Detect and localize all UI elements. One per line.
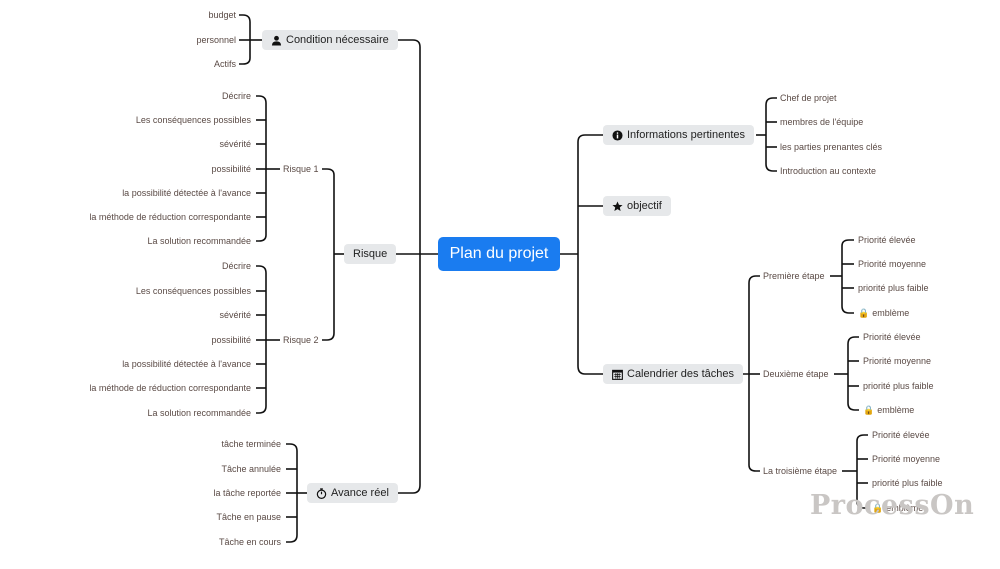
lock-icon: 🔒 (858, 308, 870, 318)
leaf-risque1-item[interactable]: sévérité (219, 139, 251, 149)
leaf-infos-item[interactable]: Chef de projet (780, 93, 837, 103)
leaf-risque2-item[interactable]: la méthode de réduction correspondante (89, 383, 251, 393)
leaf-etape3-item[interactable]: Priorité élevée (872, 430, 930, 440)
embleme-label: emblème (872, 308, 910, 318)
node-etape-2[interactable]: Deuxième étape (763, 369, 829, 379)
leaf-etape2-item[interactable]: priorité plus faible (863, 381, 934, 391)
leaf-avance-item[interactable]: la tâche reportée (213, 488, 281, 498)
leaf-risque1-item[interactable]: la méthode de réduction correspondante (89, 212, 251, 222)
leaf-risque1-item[interactable]: La solution recommandée (147, 236, 251, 246)
leaf-risque1-item[interactable]: la possibilité détectée à l'avance (122, 188, 251, 198)
branch-condition-necessaire[interactable]: Condition nécessaire (262, 30, 398, 50)
processon-watermark: ProcessOn (810, 490, 975, 521)
leaf-avance-item[interactable]: Tâche en pause (216, 512, 281, 522)
root-node[interactable]: Plan du projet (438, 237, 560, 271)
branch-label: objectif (627, 200, 662, 212)
embleme-label: emblème (886, 503, 924, 513)
star-icon (612, 201, 623, 212)
leaf-infos-item[interactable]: membres de l'équipe (780, 117, 864, 127)
leaf-personnel[interactable]: personnel (196, 35, 236, 45)
person-icon (271, 35, 282, 46)
leaf-avance-item[interactable]: Tâche en cours (218, 537, 281, 547)
lock-icon: 🔒 (863, 405, 875, 415)
branch-label: Calendrier des tâches (627, 368, 735, 380)
info-icon (612, 129, 623, 141)
branch-label: Informations pertinentes (627, 129, 746, 141)
node-risque-1[interactable]: Risque 1 (283, 164, 319, 174)
leaf-actifs[interactable]: Actifs (213, 59, 236, 69)
leaf-avance-item[interactable]: Tâche annulée (221, 464, 281, 474)
leaf-etape3-item[interactable]: priorité plus faible (872, 478, 943, 488)
branch-label: Condition nécessaire (286, 34, 389, 46)
leaf-etape2-item[interactable]: Priorité moyenne (863, 356, 932, 366)
node-risque-2[interactable]: Risque 2 (283, 335, 319, 345)
leaf-etape2-item[interactable]: Priorité élevée (863, 332, 921, 342)
node-etape-1[interactable]: Première étape (763, 271, 825, 281)
node-etape-3[interactable]: La troisième étape (763, 466, 838, 476)
leaf-risque1-item[interactable]: Les conséquences possibles (135, 115, 251, 125)
embleme-label: emblème (877, 405, 915, 415)
leaf-risque1-item[interactable]: possibilité (211, 164, 251, 174)
leaf-infos-item[interactable]: Introduction au contexte (780, 166, 877, 176)
branch-label: Avance réel (331, 487, 389, 499)
stopwatch-icon (316, 487, 327, 499)
leaf-risque2-item[interactable]: La solution recommandée (147, 408, 251, 418)
leaf-etape1-item[interactable]: Priorité moyenne (858, 259, 927, 269)
branch-calendrier-des-taches[interactable]: Calendrier des tâches (603, 364, 744, 384)
leaf-etape1-item[interactable]: priorité plus faible (858, 283, 929, 293)
leaf-risque2-item[interactable]: possibilité (211, 335, 251, 345)
branch-avance-reel[interactable]: Avance réel (307, 483, 398, 503)
leaf-avance-item[interactable]: tâche terminée (221, 439, 281, 449)
leaf-etape3-embleme[interactable]: 🔒emblème (872, 502, 923, 514)
leaf-budget[interactable]: budget (208, 10, 236, 20)
leaf-risque2-item[interactable]: sévérité (219, 310, 251, 320)
leaf-etape1-embleme[interactable]: 🔒emblème (858, 307, 909, 319)
leaf-risque2-item[interactable]: Décrire (221, 261, 251, 271)
leaf-infos-item[interactable]: les parties prenantes clés (780, 142, 883, 152)
leaf-etape3-item[interactable]: Priorité moyenne (872, 454, 941, 464)
leaf-risque2-item[interactable]: la possibilité détectée à l'avance (122, 359, 251, 369)
leaf-etape1-item[interactable]: Priorité élevée (858, 235, 916, 245)
branch-label: Risque (353, 248, 388, 260)
leaf-etape2-embleme[interactable]: 🔒emblème (863, 404, 914, 416)
lock-icon: 🔒 (872, 503, 884, 513)
branch-informations-pertinentes[interactable]: Informations pertinentes (603, 125, 755, 145)
branch-risque[interactable]: Risque (344, 244, 397, 264)
calendar-icon (612, 369, 623, 380)
branch-objectif[interactable]: objectif (603, 196, 671, 216)
leaf-risque1-item[interactable]: Décrire (221, 91, 251, 101)
leaf-risque2-item[interactable]: Les conséquences possibles (135, 286, 251, 296)
